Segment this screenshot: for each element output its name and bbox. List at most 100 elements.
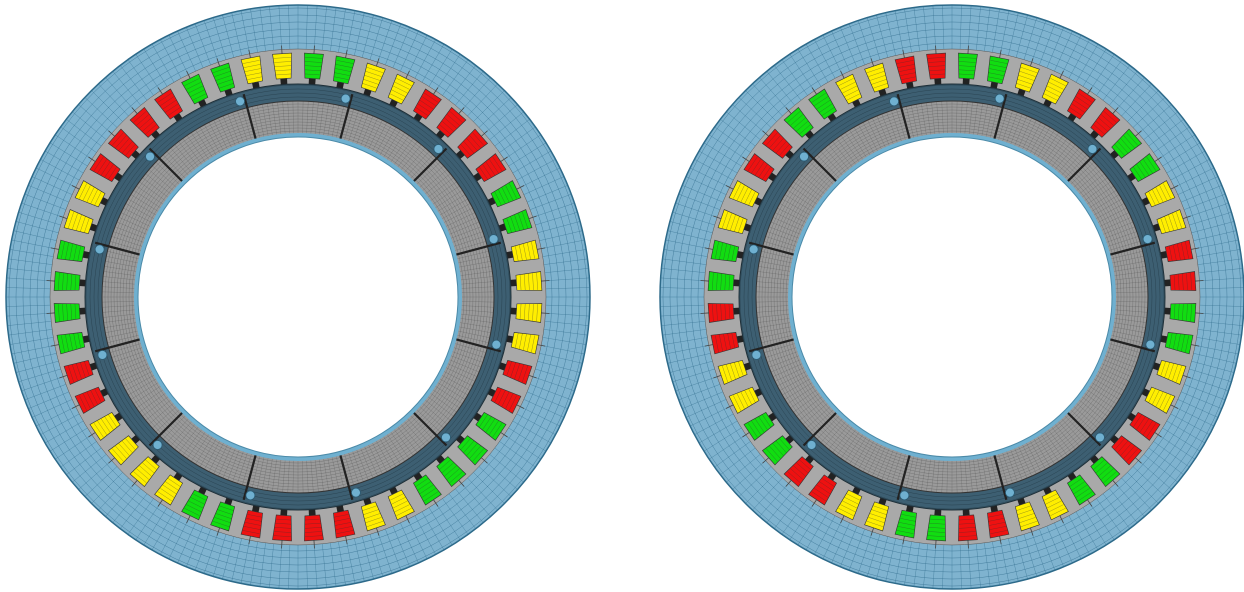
stator-mesh-line: [1089, 54, 1115, 91]
rotor-mesh-line: [1038, 431, 1059, 462]
coil-strand: [1017, 509, 1033, 515]
rotor-mesh-line: [891, 449, 903, 484]
rotor-mesh-line: [374, 124, 392, 157]
slot-wedge: [186, 515, 191, 524]
coil-strand: [731, 332, 736, 349]
coil-strand: [1018, 513, 1035, 519]
coil-strand: [1168, 363, 1174, 380]
coil-strand: [844, 89, 859, 98]
slot-opening: [962, 78, 970, 85]
coil-strand: [1173, 244, 1177, 261]
coil-strand: [716, 303, 718, 321]
stator-mesh-line: [11, 345, 55, 355]
rotor-mesh-line: [142, 177, 172, 200]
rotor-mesh-line: [862, 122, 880, 155]
stator-mesh-line: [1199, 304, 1244, 307]
stator-mesh-line: [489, 454, 524, 483]
rotor-mesh-line: [413, 161, 441, 187]
stator-mesh-line: [36, 167, 76, 188]
rotor-mesh-line: [287, 456, 290, 493]
coil-strand: [1050, 507, 1066, 516]
stator-mesh-line: [885, 12, 896, 56]
coil-strand: [532, 273, 534, 291]
rotor-mesh-line: [424, 394, 454, 417]
stator-mesh-line: [6, 312, 51, 317]
coil-strand: [478, 166, 489, 180]
coil-strand: [510, 362, 516, 378]
rotor-mesh-line: [758, 321, 794, 328]
rotor-mesh-line: [960, 101, 963, 138]
rotor-segment-divider: [338, 93, 354, 143]
stator-mesh-line: [120, 493, 148, 529]
stator-mesh-line: [9, 249, 54, 257]
rotor-mesh-line: [105, 325, 141, 333]
coil-strand: [761, 166, 772, 180]
stator-mesh-line: [278, 5, 283, 50]
stator-mesh-line: [1148, 119, 1184, 147]
rotor-mesh-line: [186, 428, 208, 459]
coil-strand: [304, 531, 322, 533]
coil-strand: [275, 522, 292, 525]
slot-coil: [743, 412, 775, 441]
coil-strand: [987, 76, 1004, 81]
coil-strand: [497, 390, 506, 405]
stator-mesh-line: [797, 48, 822, 87]
slot-coil: [475, 153, 507, 182]
rotor-mesh-line: [1052, 144, 1076, 173]
coil-strand: [1043, 93, 1058, 101]
stator-mesh-line: [203, 20, 219, 63]
coil-strand: [1100, 114, 1114, 126]
rotor-mesh-line: [824, 147, 849, 176]
rotor-mesh-ring: [761, 106, 1143, 488]
coil-strand: [868, 71, 885, 77]
rotor-mesh-line: [456, 321, 492, 328]
rotor-mesh-line: [104, 321, 140, 328]
coil-strand: [115, 135, 127, 149]
coil-strand: [242, 530, 260, 534]
rotor-mesh-line: [302, 101, 304, 138]
slot-coil: [835, 73, 863, 105]
coil-strand: [523, 274, 526, 291]
coil-strand: [778, 437, 790, 451]
stator-mesh-line: [672, 211, 715, 226]
rotor-mesh-line: [450, 346, 485, 358]
stator-mesh-line: [1191, 360, 1235, 373]
coil-strand: [160, 487, 175, 498]
stator-mesh-line: [151, 511, 175, 551]
stator-mesh-line: [127, 498, 154, 535]
rotor-mesh-line: [401, 147, 426, 176]
rotor-mesh-line: [911, 105, 919, 141]
stator-mesh-line: [18, 211, 61, 226]
rotor-mesh-line: [799, 173, 828, 197]
stator-mesh-line: [7, 321, 52, 326]
slot-wedge: [481, 457, 488, 464]
stator-mesh-line: [694, 159, 734, 181]
coil-strand: [335, 526, 353, 530]
coil-strand: [519, 274, 522, 291]
stator-mesh-line: [661, 321, 706, 326]
stator-mesh-line: [259, 542, 266, 587]
rotor-mesh-line: [1052, 421, 1076, 450]
rotor-marker: [340, 93, 351, 104]
rotor-mesh-line: [416, 165, 444, 191]
stator-mesh-line: [1089, 503, 1115, 540]
slot-wedge: [541, 280, 550, 282]
stator-mesh-line: [545, 304, 590, 307]
stator-mesh-line: [738, 97, 772, 128]
rotor-mesh-line: [1088, 194, 1120, 214]
coil-strand: [814, 487, 829, 498]
coil-strand: [523, 333, 527, 351]
coil-strand: [1146, 422, 1157, 438]
coil-strand: [65, 242, 69, 260]
coil-strand: [304, 69, 321, 72]
stator-mesh-line: [6, 304, 51, 307]
stator-mesh-line: [151, 43, 175, 83]
coil-strand: [531, 335, 535, 353]
coil-strand: [1069, 106, 1083, 117]
stator-mesh-line: [346, 10, 356, 54]
coil-strand: [811, 92, 827, 103]
coil-strand: [744, 390, 753, 405]
rotor-mesh-line: [1111, 291, 1148, 293]
coil-strand: [1151, 189, 1160, 204]
coil-strand: [334, 68, 352, 72]
